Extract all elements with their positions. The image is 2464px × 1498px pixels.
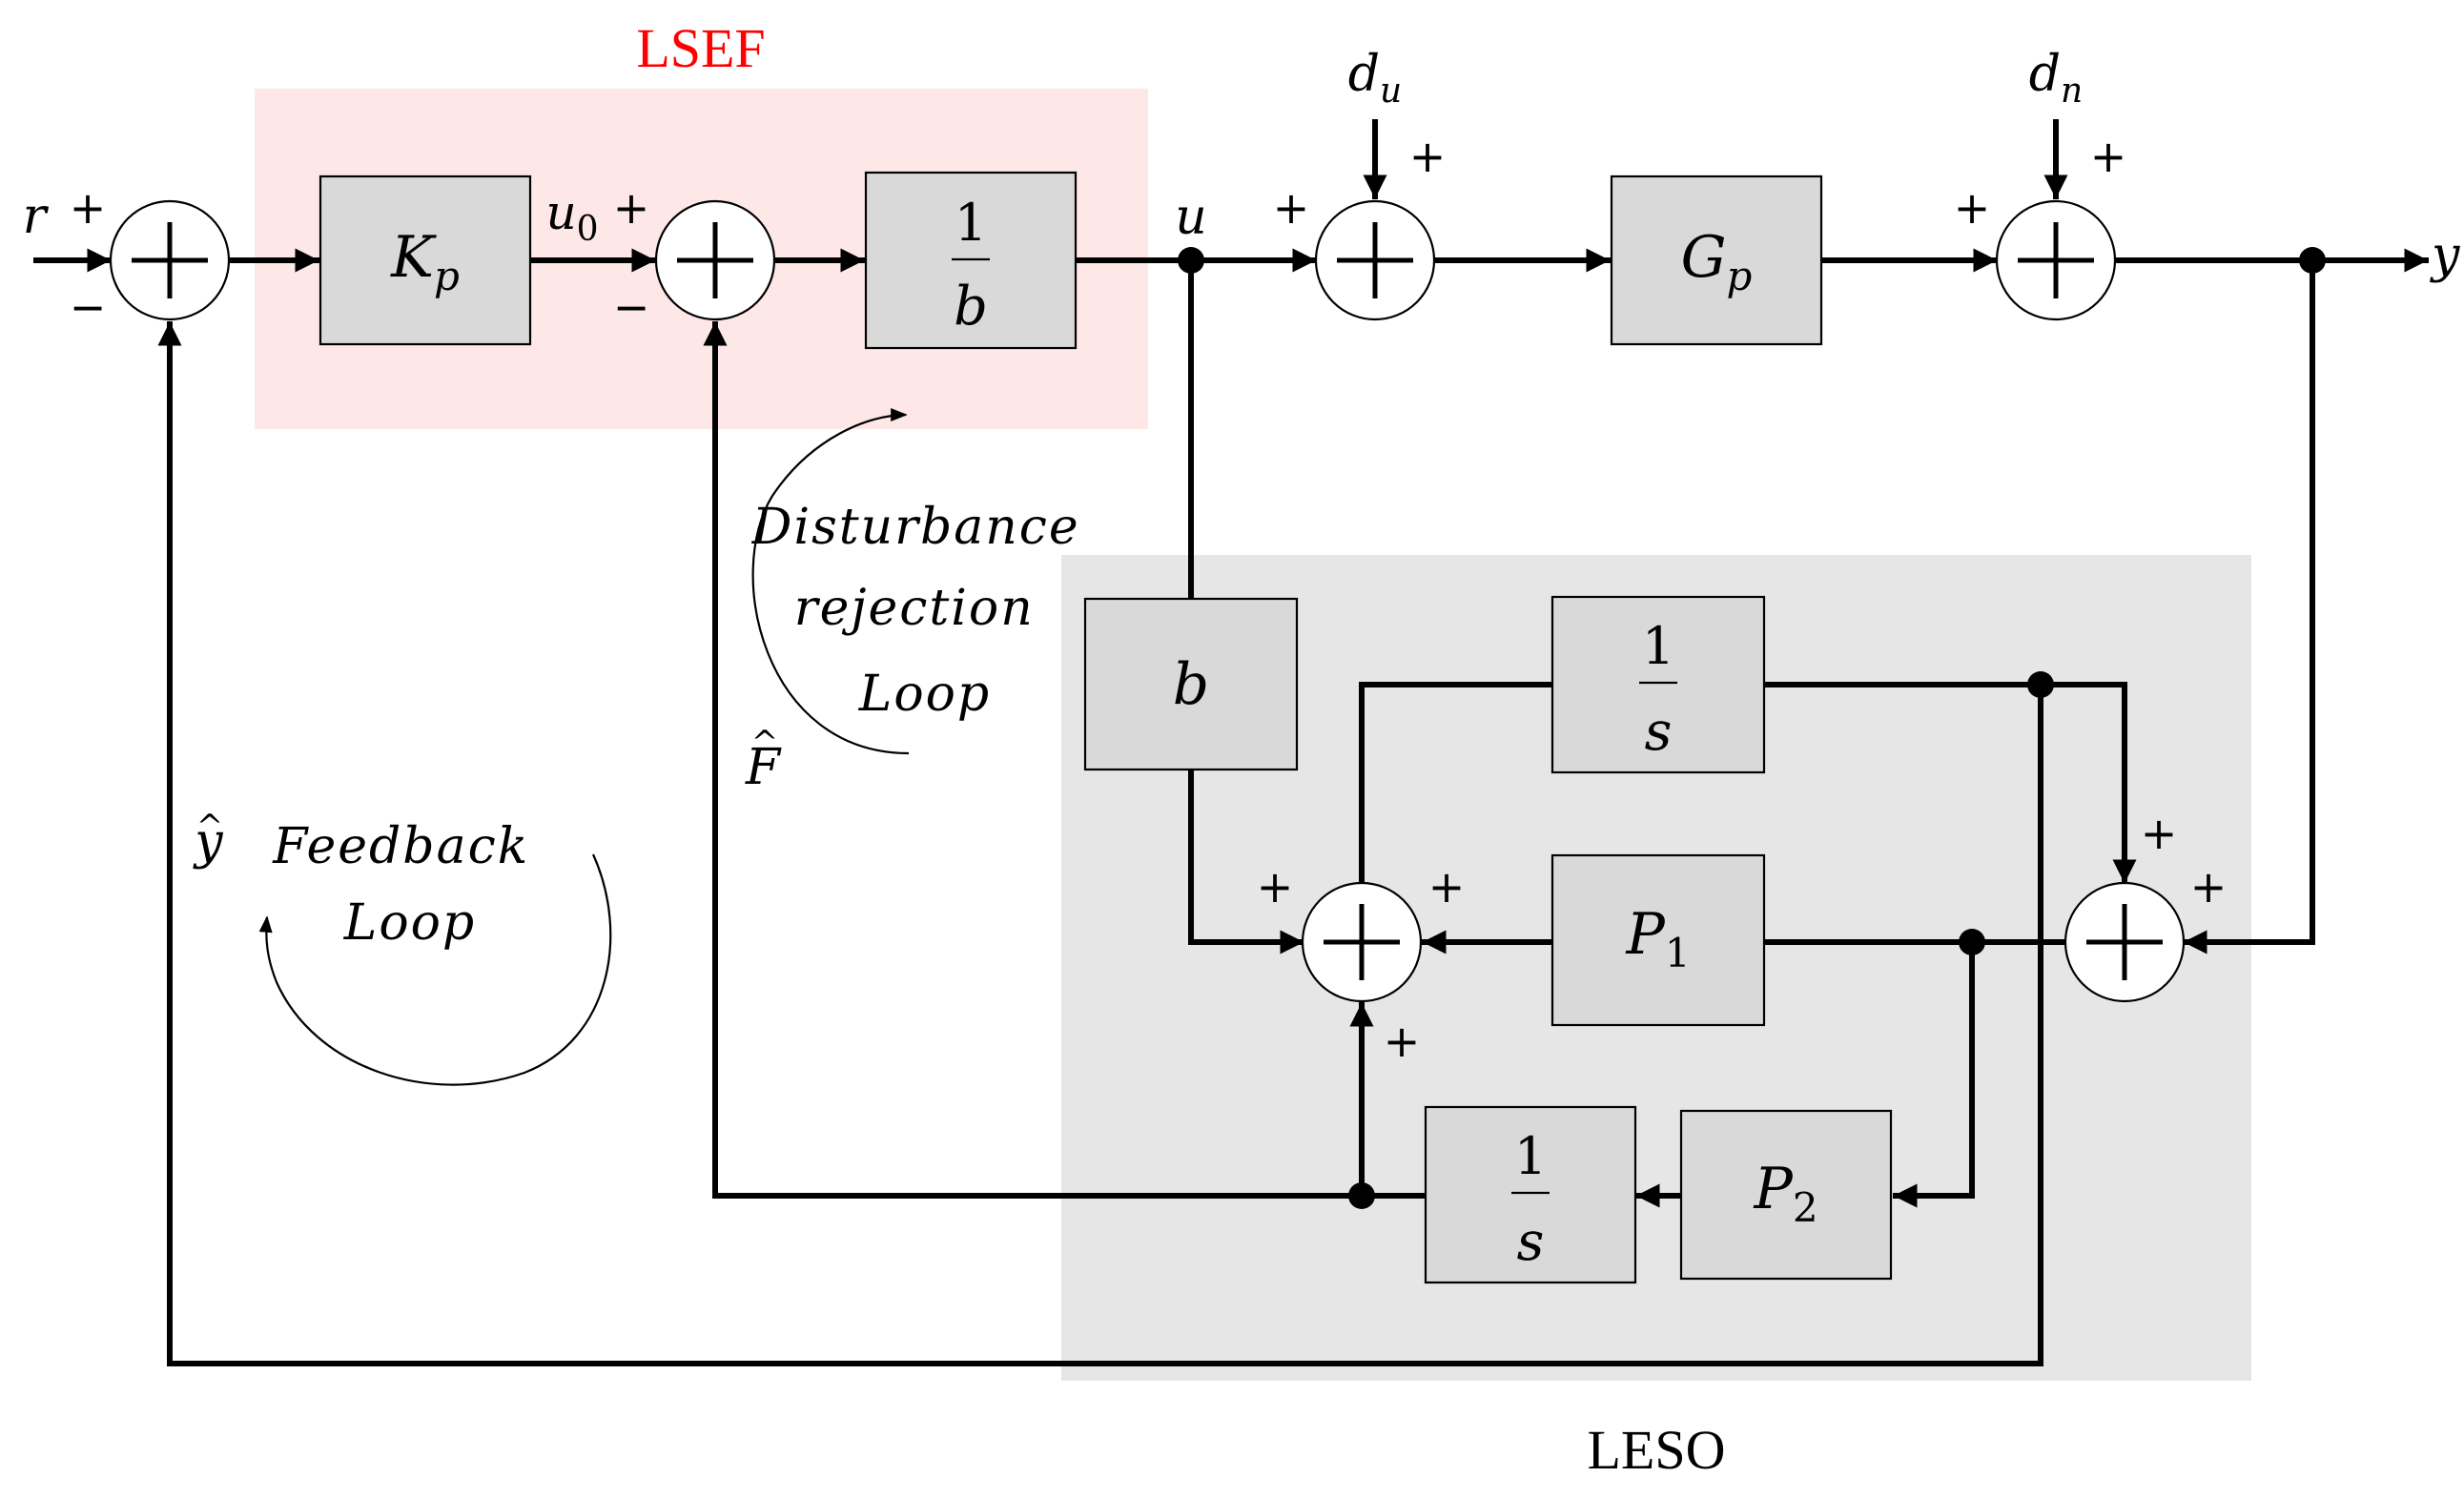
wire-b-to-s5 [1188, 767, 1304, 954]
signal-f-hat: F [745, 739, 782, 796]
p2-main: P [1753, 1156, 1794, 1222]
block-integrator-1: 1 s [1550, 595, 1766, 774]
wire-s5-to-int1 [1359, 682, 1555, 884]
svg-text:Feedback Loop: Feedback Loop [272, 818, 547, 952]
b-main: b [1173, 651, 1209, 718]
p1-main: P [1625, 901, 1666, 968]
sign-s5-b: + [1257, 861, 1294, 913]
disturbance-line-2: rejection [794, 580, 1035, 637]
signal-du-main: d [1348, 46, 1380, 103]
sum-junction-5 [1301, 881, 1423, 1003]
signal-dn-main: d [2029, 46, 2061, 103]
block-p2: P2 [1679, 1109, 1893, 1281]
svg-text:Gp: Gp [1681, 224, 1753, 299]
sum-junction-6 [2064, 881, 2186, 1003]
feedback-line-2: Loop [343, 894, 476, 952]
feedback-line-1: Feedback [272, 818, 529, 875]
sign-s4-in: + [1954, 182, 1991, 234]
y-hat-accent: ^ [196, 808, 224, 846]
svg-text:P2: P2 [1753, 1156, 1817, 1231]
sign-s1-in: + [70, 182, 107, 234]
inverse-b-den: b [954, 276, 988, 338]
sign-s1-fb: − [70, 281, 107, 333]
wire-y-to-s6 [2183, 257, 2315, 954]
wire-fhat-to-s2 [703, 321, 1365, 1199]
signal-y: y [2430, 227, 2460, 284]
block-gp: Gp [1610, 174, 1823, 346]
signal-y-hat: y [193, 813, 223, 871]
wire-int1-to-s6 [1763, 682, 2137, 884]
gp-main: G [1681, 224, 1727, 291]
svg-text:dn: dn [2029, 46, 2083, 111]
signal-du-sub: u [1380, 72, 1402, 111]
sum-junction-2 [654, 199, 776, 321]
wire-junction-p2 [1893, 939, 1975, 1208]
disturbance-loop-arrow [751, 407, 910, 755]
sum-junction-4 [1995, 199, 2117, 321]
wire-yhat-to-s1 [157, 321, 2043, 1366]
f-hat-accent: ^ [751, 724, 779, 762]
disturbance-line-3: Loop [858, 666, 991, 723]
svg-text:Kp: Kp [390, 224, 460, 299]
kp-sub: p [434, 253, 460, 299]
junction-u [1178, 247, 1204, 274]
int2-den: s [1517, 1211, 1545, 1273]
sign-s3-in: + [1273, 182, 1310, 234]
block-p1: P1 [1550, 853, 1766, 1027]
signal-u0-main: u [545, 185, 576, 240]
block-kp: Kp [318, 174, 532, 346]
disturbance-line-1: Disturbance [751, 499, 1080, 556]
sign-s5-p1: + [1428, 861, 1466, 913]
inverse-b-num: 1 [955, 193, 987, 253]
svg-text:P1: P1 [1625, 901, 1690, 976]
signal-u0-sub: 0 [577, 210, 599, 249]
sign-s4-dn: + [2090, 131, 2127, 182]
lsef-label: LSEF [636, 17, 765, 79]
signal-dn-sub: n [2061, 72, 2083, 111]
sign-s3-du: + [1409, 131, 1447, 182]
int1-num: 1 [1642, 616, 1674, 676]
svg-text:Disturbance rejection: Disturbance rejection Loop [751, 499, 1098, 723]
block-integrator-2: 1 s [1424, 1105, 1637, 1284]
int1-den: s [1645, 701, 1673, 763]
leso-label: LESO [1588, 1419, 1726, 1481]
kp-main: K [390, 224, 437, 291]
block-b: b [1083, 597, 1299, 771]
junction-y [2299, 247, 2326, 274]
junction-fhat [1348, 1182, 1375, 1209]
junction-yhat [2027, 671, 2054, 698]
junction-error [1959, 929, 1985, 955]
sign-s5-fhat: + [1384, 1016, 1421, 1067]
p2-sub: 2 [1793, 1184, 1818, 1231]
sign-s2-fb: − [613, 281, 650, 333]
feedback-loop-arrow [258, 853, 612, 1086]
sign-s6-top: + [2141, 808, 2178, 859]
signal-u: u [1175, 189, 1207, 246]
signal-r: r [23, 188, 50, 245]
sign-s2-in: + [613, 182, 650, 234]
svg-text:du: du [1348, 46, 1402, 111]
svg-text:u0: u0 [545, 185, 598, 249]
sum-junction-3 [1314, 199, 1436, 321]
int2-num: 1 [1514, 1126, 1547, 1186]
sum-junction-1 [109, 199, 231, 321]
sign-s6-y: + [2190, 861, 2228, 913]
gp-sub: p [1727, 253, 1753, 299]
p1-sub: 1 [1665, 930, 1691, 976]
block-inverse-b: 1 b [864, 171, 1078, 350]
